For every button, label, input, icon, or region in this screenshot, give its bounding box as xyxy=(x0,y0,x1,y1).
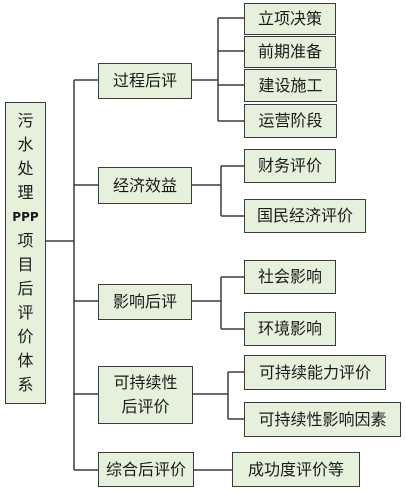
category-sustainability-line: 可持续性 xyxy=(113,373,178,392)
leaf-node: 前期准备 xyxy=(244,36,336,68)
leaf-node: 可持续性影响因素 xyxy=(244,402,401,437)
root-char: 评 xyxy=(17,303,34,322)
leaf-node: 环境影响 xyxy=(244,312,336,346)
category-economic: 经济效益 xyxy=(98,167,192,204)
root-char: 理 xyxy=(17,183,34,202)
category-sustainability: 可持续性 后评价 xyxy=(98,366,193,424)
leaf-node: 建设施工 xyxy=(244,69,337,102)
leaf-node: 可持续能力评价 xyxy=(244,355,386,390)
category-sustainability-line: 后评价 xyxy=(121,397,170,416)
category-process: 过程后评 xyxy=(98,63,192,99)
root-char: PPP xyxy=(12,210,39,224)
root-node: 污 水 处 理 PPP 项 目 后 评 价 体 系 xyxy=(5,102,46,404)
root-char: 体 xyxy=(17,351,34,370)
leaf-node: 国民经济评价 xyxy=(244,199,366,233)
category-impact: 影响后评 xyxy=(98,284,192,320)
leaf-node: 运营阶段 xyxy=(244,104,337,138)
root-char: 系 xyxy=(17,375,34,394)
category-comprehensive: 综合后评价 xyxy=(98,452,194,487)
leaf-node: 社会影响 xyxy=(244,260,336,294)
leaf-node: 财务评价 xyxy=(244,149,336,183)
root-char: 项 xyxy=(17,231,34,250)
root-char: 处 xyxy=(17,159,34,178)
root-char: 目 xyxy=(17,255,34,274)
leaf-node: 成功度评价等 xyxy=(232,452,360,487)
root-char: 后 xyxy=(17,279,34,298)
root-char: 污 xyxy=(17,111,34,130)
root-char: 价 xyxy=(17,327,34,346)
leaf-node: 立项决策 xyxy=(244,3,336,35)
root-char: 水 xyxy=(17,135,34,154)
